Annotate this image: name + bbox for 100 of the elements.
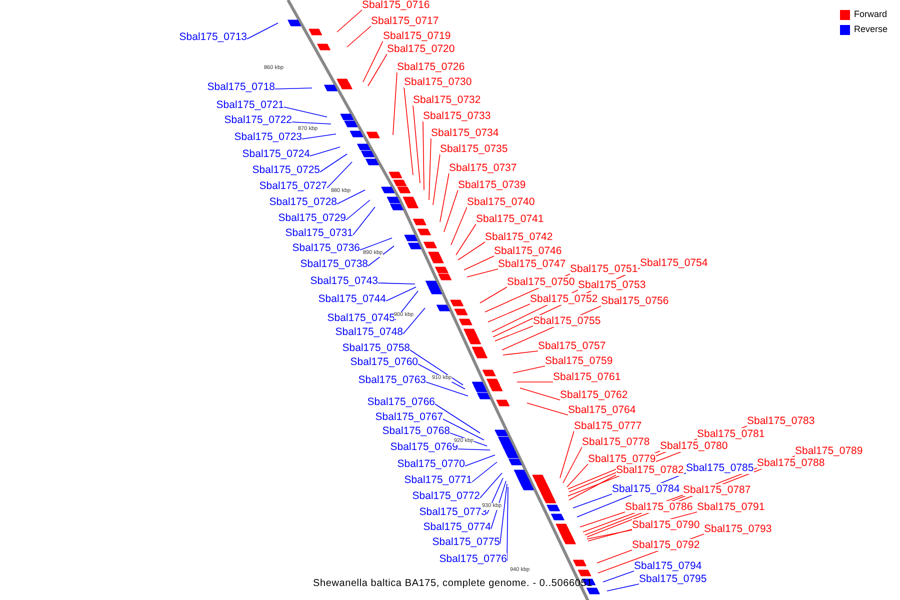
gene-label: Sbal175_0752 — [530, 293, 598, 305]
leader-line — [526, 402, 568, 416]
gene-label: Sbal175_0726 — [397, 61, 465, 73]
gene-label: Sbal175_0770 — [397, 458, 465, 470]
gene-label: Sbal175_0787 — [683, 484, 751, 496]
leader-line — [464, 256, 494, 270]
leader-line — [566, 464, 588, 488]
leader-line — [246, 22, 278, 40]
leader-line — [336, 190, 366, 204]
gene-label: Sbal175_0720 — [387, 43, 455, 55]
gene-label: Sbal175_0741 — [476, 213, 544, 225]
gene-label: Sbal175_0755 — [533, 315, 601, 327]
gene-label: Sbal175_0756 — [601, 295, 669, 307]
gene-label: Sbal175_0744 — [318, 293, 386, 305]
leader-line — [302, 134, 336, 140]
gene-label: Sbal175_0751 — [570, 263, 638, 275]
leader-line — [352, 206, 376, 236]
gene-label: Sbal175_0730 — [404, 76, 472, 88]
gene-label: Sbal175_0729 — [278, 212, 346, 224]
gene-label: Sbal175_0723 — [234, 131, 302, 143]
gene-label: Sbal175_0776 — [439, 553, 507, 565]
gene-label: Sbal175_0740 — [467, 196, 535, 208]
gene-label: Sbal175_0769 — [390, 441, 458, 453]
leader-line — [432, 154, 440, 206]
leader-line — [418, 364, 466, 390]
gene-label: Sbal175_0772 — [412, 490, 480, 502]
leader-line — [512, 366, 546, 374]
gene-label: Sbal175_0767 — [375, 411, 443, 423]
gene-label: Sbal175_0783 — [747, 415, 815, 427]
leader-line — [456, 224, 476, 256]
leader-line — [410, 350, 464, 386]
leader-line — [412, 104, 420, 184]
gene-label: Sbal175_0768 — [382, 425, 450, 437]
leader-line — [386, 286, 416, 302]
gene-label: Sbal175_0721 — [216, 99, 284, 111]
gene-label: Sbal175_0742 — [485, 231, 553, 243]
gene-label: Sbal175_0753 — [578, 279, 646, 291]
gene-label: Sbal175_0762 — [560, 389, 628, 401]
leader-line — [378, 282, 416, 284]
leader-line — [486, 478, 504, 514]
gene-label: Sbal175_0736 — [292, 242, 360, 254]
gene-label: Sbal175_0792 — [632, 539, 700, 551]
leader-line — [336, 10, 362, 32]
gene-label: Sbal175_0784 — [612, 483, 680, 495]
leader-line — [292, 122, 332, 124]
gene-label: Sbal175_0774 — [423, 521, 491, 533]
leader-line — [404, 86, 414, 176]
gene-label: Sbal175_0788 — [757, 457, 825, 469]
gene-label: Sbal175_0739 — [458, 179, 526, 191]
leader-line — [450, 432, 488, 446]
leader-line — [440, 172, 450, 222]
gene-label: Sbal175_0779 — [588, 453, 656, 465]
leader-line — [392, 72, 398, 136]
leader-line — [346, 26, 372, 48]
gene-label: Sbal175_0733 — [423, 110, 491, 122]
gene-label: Sbal175_0782 — [616, 464, 684, 476]
gene-label: Sbal175_0759 — [545, 355, 613, 367]
gene-label: Sbal175_0728 — [269, 196, 337, 208]
gene-label: Sbal175_0763 — [358, 374, 426, 386]
gene-label: Sbal175_0761 — [553, 371, 621, 383]
gene-label: Sbal175_0713 — [179, 31, 247, 43]
gene-label: Sbal175_0718 — [207, 81, 275, 93]
leader-line — [444, 190, 458, 232]
gene-label: Sbal175_0785 — [686, 462, 754, 474]
leader-line — [450, 206, 468, 246]
leader-line — [284, 106, 328, 118]
leader-line — [368, 246, 394, 266]
gene-label: Sbal175_0737 — [449, 162, 517, 174]
leader-line — [422, 120, 424, 190]
leader-line — [310, 146, 340, 156]
gene-label: Sbal175_0716 — [362, 0, 430, 11]
gene-label: Sbal175_0735 — [440, 143, 508, 155]
gene-label: Sbal175_0725 — [252, 164, 320, 176]
gene-label: Sbal175_0717 — [371, 15, 439, 27]
leader-line — [520, 388, 560, 400]
leader-line — [586, 530, 632, 540]
gene-label: Sbal175_0786 — [625, 501, 693, 513]
gene-label: Sbal175_0732 — [413, 94, 481, 106]
gene-label: Sbal175_0791 — [697, 501, 765, 513]
gene-label: Sbal175_0722 — [224, 114, 292, 126]
gene-label: Sbal175_0789 — [795, 445, 863, 457]
leader-line — [480, 286, 508, 304]
leader-line — [596, 550, 632, 564]
gene-label: Sbal175_0719 — [383, 30, 451, 42]
leader-line — [490, 480, 506, 530]
gene-label: Sbal175_0790 — [632, 519, 700, 531]
gene-label: Sbal175_0780 — [660, 440, 728, 452]
legend-label: Forward — [854, 9, 888, 20]
gene-label: Sbal175_0727 — [259, 180, 327, 192]
leader-line — [602, 570, 634, 582]
leader-line — [458, 242, 486, 260]
gene-label: Sbal175_0775 — [432, 536, 500, 548]
gene-label: Sbal175_0757 — [538, 340, 606, 352]
gene-label: Sbal175_0781 — [697, 428, 765, 440]
leader-line — [326, 162, 352, 188]
leader-line — [362, 40, 384, 82]
gene-label: Sbal175_0773 — [419, 506, 487, 518]
gene-label: Sbal175_0754 — [640, 257, 708, 269]
leader-line — [368, 54, 388, 86]
gene-label: Sbal175_0746 — [494, 245, 562, 257]
